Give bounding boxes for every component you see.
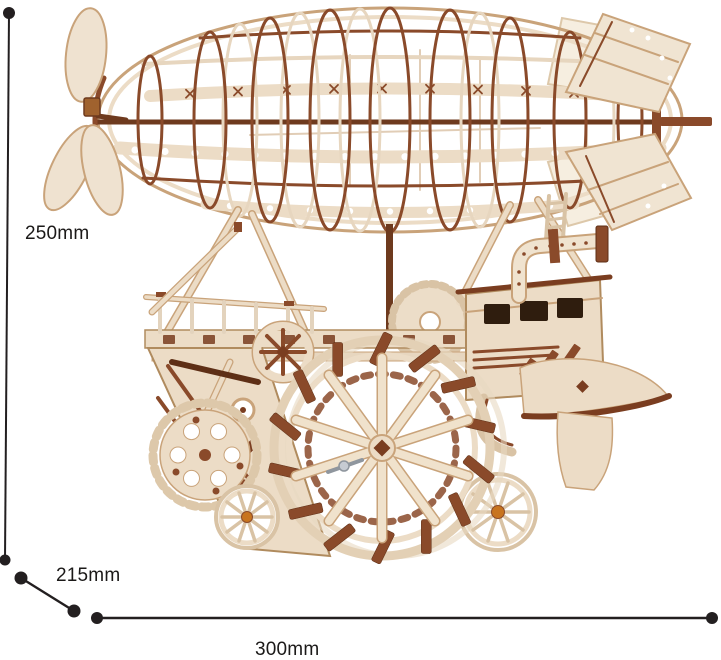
- hull-runner: [169, 359, 261, 385]
- rudder-wing: [519, 343, 672, 420]
- chimney-pipe: [511, 225, 609, 304]
- paddle-wheel: [268, 331, 507, 565]
- center-pole: [386, 224, 393, 336]
- dimension-lines: [0, 7, 718, 624]
- height-dimension-label: 250mm: [25, 223, 90, 244]
- paddles: [268, 331, 496, 565]
- helm-wheel: [251, 320, 315, 384]
- ribs-brown: [136, 6, 644, 234]
- gear-left: [148, 398, 262, 512]
- tail-fins: [564, 12, 712, 232]
- propeller-hub: [83, 97, 101, 117]
- width-dimension-line: [91, 612, 718, 624]
- lower-fin: [556, 411, 614, 491]
- airship-balloon: [43, 6, 712, 234]
- ladder: [544, 192, 568, 242]
- height-dimension-line: [0, 7, 15, 566]
- wheel-left: [214, 484, 280, 550]
- width-dimension-label: 300mm: [255, 639, 320, 660]
- cabin-windows: [484, 298, 583, 324]
- suspension-struts: [162, 192, 598, 338]
- depth-dimension-label: 215mm: [56, 565, 121, 586]
- propeller: [43, 7, 129, 216]
- vehicle: [143, 222, 672, 565]
- railing: [143, 222, 327, 334]
- cabin-roof: [455, 274, 613, 295]
- depth-dimension-line: [14, 571, 81, 618]
- mast-tip: [234, 222, 242, 232]
- metal-crank: [326, 458, 364, 474]
- ribs-cream: [221, 7, 616, 233]
